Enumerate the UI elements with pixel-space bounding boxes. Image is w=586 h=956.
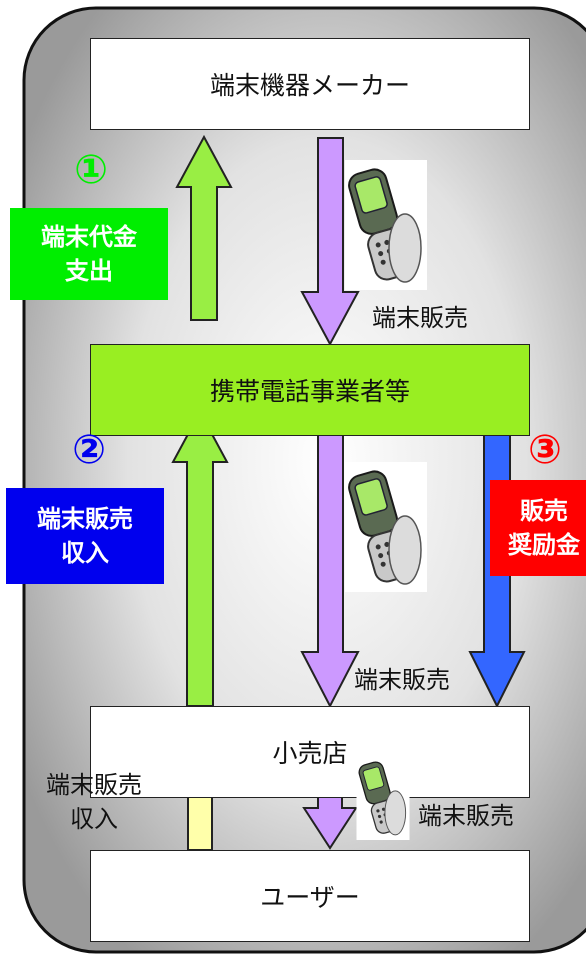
flow3-label-line2: 奨励金 — [508, 531, 580, 559]
flow2-label-line1: 端末販売 — [37, 505, 133, 533]
user-box: ユーザー — [90, 850, 530, 942]
arrow-device-to-retailer — [300, 411, 360, 709]
flow3-label-line1: 販売 — [520, 497, 568, 525]
carrier-box: 携帯電話事業者等 — [90, 344, 530, 436]
flow1-label-line1: 端末代金 — [41, 223, 137, 251]
sale-label-carrier: 端末販売 — [354, 666, 450, 694]
mobile-phone-icon — [345, 462, 427, 592]
flow3-number: ③ — [528, 427, 562, 473]
flow2-label-line2: 収入 — [61, 539, 109, 567]
user-income-line1: 端末販売 — [46, 771, 142, 799]
flow1-label: 端末代金 支出 — [10, 208, 168, 300]
mobile-phone-icon — [345, 160, 427, 290]
flow1-number: ① — [74, 147, 108, 193]
mobile-phone-icon — [356, 756, 410, 840]
flow1-label-line2: 支出 — [65, 257, 113, 285]
arrow-income-to-carrier — [171, 409, 229, 707]
user-income-label: 端末販売 収入 — [28, 768, 160, 836]
retailer-box: 小売店 — [90, 706, 530, 798]
arrow-device-to-carrier — [300, 137, 360, 347]
flow2-number: ② — [72, 427, 106, 473]
maker-box: 端末機器メーカー — [90, 38, 530, 130]
arrow-payment-to-maker — [175, 134, 233, 321]
flow3-label: 販売 奨励金 — [490, 480, 586, 576]
flow2-label: 端末販売 収入 — [6, 488, 164, 584]
sale-label-retailer: 端末販売 — [418, 802, 514, 830]
sale-label-maker: 端末販売 — [372, 304, 468, 332]
user-income-line2: 収入 — [70, 805, 118, 833]
